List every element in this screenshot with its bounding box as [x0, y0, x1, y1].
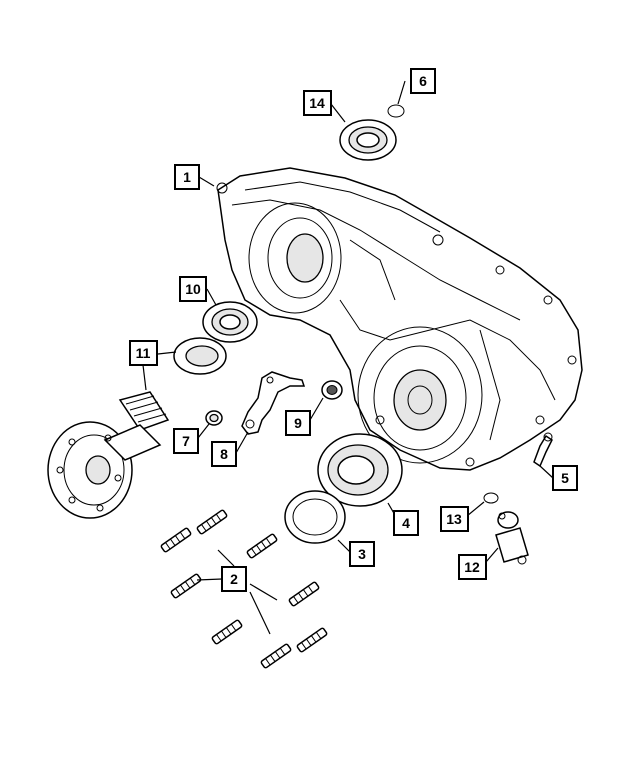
callout-label: 11: [136, 345, 151, 361]
callout-7: 7: [173, 428, 199, 454]
stud: [260, 643, 292, 669]
callout-8: 8: [211, 441, 237, 467]
stud: [288, 581, 320, 607]
callout-label: 2: [230, 571, 238, 587]
callout-9: 9: [285, 410, 311, 436]
callout-label: 1: [183, 169, 191, 185]
callout-2: 2: [221, 566, 247, 592]
stud: [160, 527, 192, 553]
callout-label: 14: [309, 95, 325, 111]
nut: [205, 410, 223, 426]
stud: [170, 573, 202, 599]
dust-shield: [173, 337, 227, 375]
callout-label: 10: [185, 281, 201, 297]
callout-6: 6: [410, 68, 436, 94]
callout-5: 5: [552, 465, 578, 491]
callout-14: 14: [303, 90, 332, 116]
stud: [296, 627, 328, 653]
stud: [196, 509, 228, 535]
o-ring: [483, 492, 499, 504]
small-seal: [321, 380, 343, 400]
seal-upper: [202, 301, 258, 343]
callout-label: 9: [294, 415, 302, 431]
stud: [211, 619, 243, 645]
callout-label: 6: [419, 73, 427, 89]
output-shaft-flange: [47, 391, 170, 519]
callout-12: 12: [458, 554, 487, 580]
leader-lines: [142, 80, 554, 635]
callout-label: 7: [182, 433, 190, 449]
callout-11: 11: [129, 340, 158, 366]
callout-label: 3: [358, 546, 366, 562]
bearing-top: [339, 119, 397, 161]
seal-ring: [284, 490, 346, 544]
vent-fitting: [533, 432, 553, 468]
sensor-switch: [495, 511, 529, 565]
callout-10: 10: [179, 276, 207, 302]
callout-label: 13: [446, 511, 462, 527]
callout-13: 13: [440, 506, 469, 532]
callout-label: 8: [220, 446, 228, 462]
bearing-lower: [317, 433, 403, 507]
bracket: [241, 371, 306, 435]
callout-4: 4: [393, 510, 419, 536]
callout-label: 5: [561, 470, 569, 486]
stud: [246, 533, 278, 559]
callout-1: 1: [174, 164, 200, 190]
studs: [160, 509, 328, 669]
callout-label: 12: [464, 559, 480, 575]
callout-3: 3: [349, 541, 375, 567]
snap-ring: [387, 104, 405, 118]
transfer-case-housing: [216, 167, 583, 471]
callout-label: 4: [402, 515, 410, 531]
